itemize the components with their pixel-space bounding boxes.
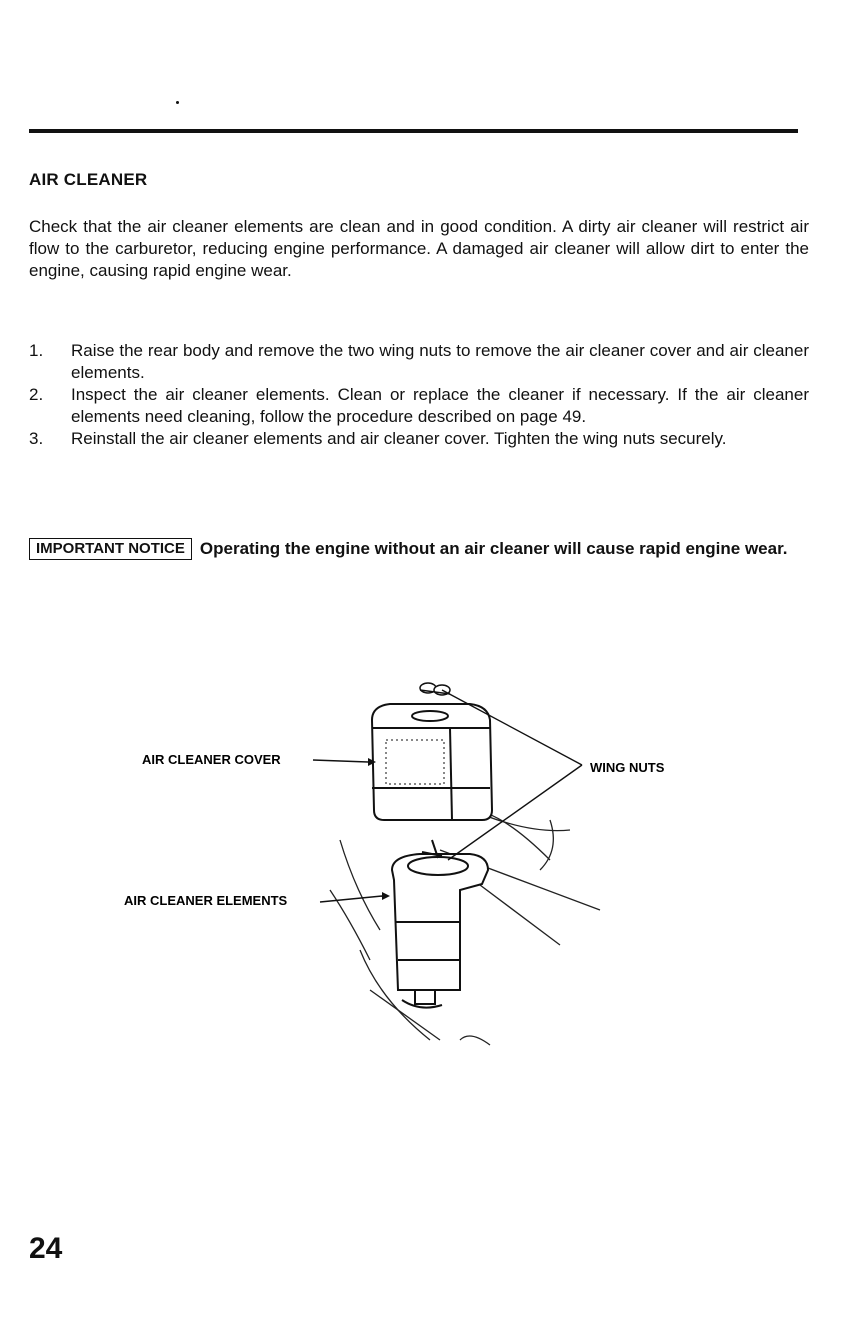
step-item: 3. Reinstall the air cleaner elements an…	[29, 428, 809, 450]
notice-label-box: IMPORTANT NOTICE	[29, 538, 192, 560]
intro-paragraph: Check that the air cleaner elements are …	[29, 217, 809, 280]
step-text: Inspect the air cleaner elements. Clean …	[71, 385, 809, 426]
wing-nuts-icon	[419, 682, 451, 696]
step-text: Raise the rear body and remove the two w…	[71, 341, 809, 382]
print-speck	[176, 101, 179, 104]
air-cleaner-elements-icon	[390, 839, 490, 1009]
step-number: 3.	[29, 429, 44, 448]
step-item: 1. Raise the rear body and remove the tw…	[29, 340, 809, 384]
label-air-cleaner-cover: AIR CLEANER COVER	[142, 752, 281, 767]
step-number: 1.	[29, 341, 44, 360]
arrowhead-cover	[368, 758, 376, 766]
background-engine-lines	[329, 799, 601, 1046]
page-number: 24	[29, 1232, 63, 1265]
arrowhead-elements	[382, 892, 390, 900]
label-air-cleaner-elements: AIR CLEANER ELEMENTS	[124, 893, 288, 908]
label-wing-nuts: WING NUTS	[590, 760, 665, 775]
step-number: 2.	[29, 385, 44, 404]
step-text: Reinstall the air cleaner elements and a…	[71, 429, 727, 448]
notice-text: Operating the engine without an air clea…	[199, 539, 788, 558]
header-rule	[29, 129, 798, 133]
air-cleaner-illustration: AIR CLEANER COVER AIR CLEANER ELEMENTS W…	[124, 682, 665, 1046]
important-notice: IMPORTANT NOTICE Operating the engine wit…	[29, 538, 809, 560]
air-cleaner-cover-icon	[370, 703, 494, 821]
step-item: 2. Inspect the air cleaner elements. Cle…	[29, 384, 809, 428]
section-title: AIR CLEANER	[29, 170, 148, 189]
leader-lines	[312, 689, 583, 903]
procedure-steps: 1. Raise the rear body and remove the tw…	[29, 340, 809, 450]
